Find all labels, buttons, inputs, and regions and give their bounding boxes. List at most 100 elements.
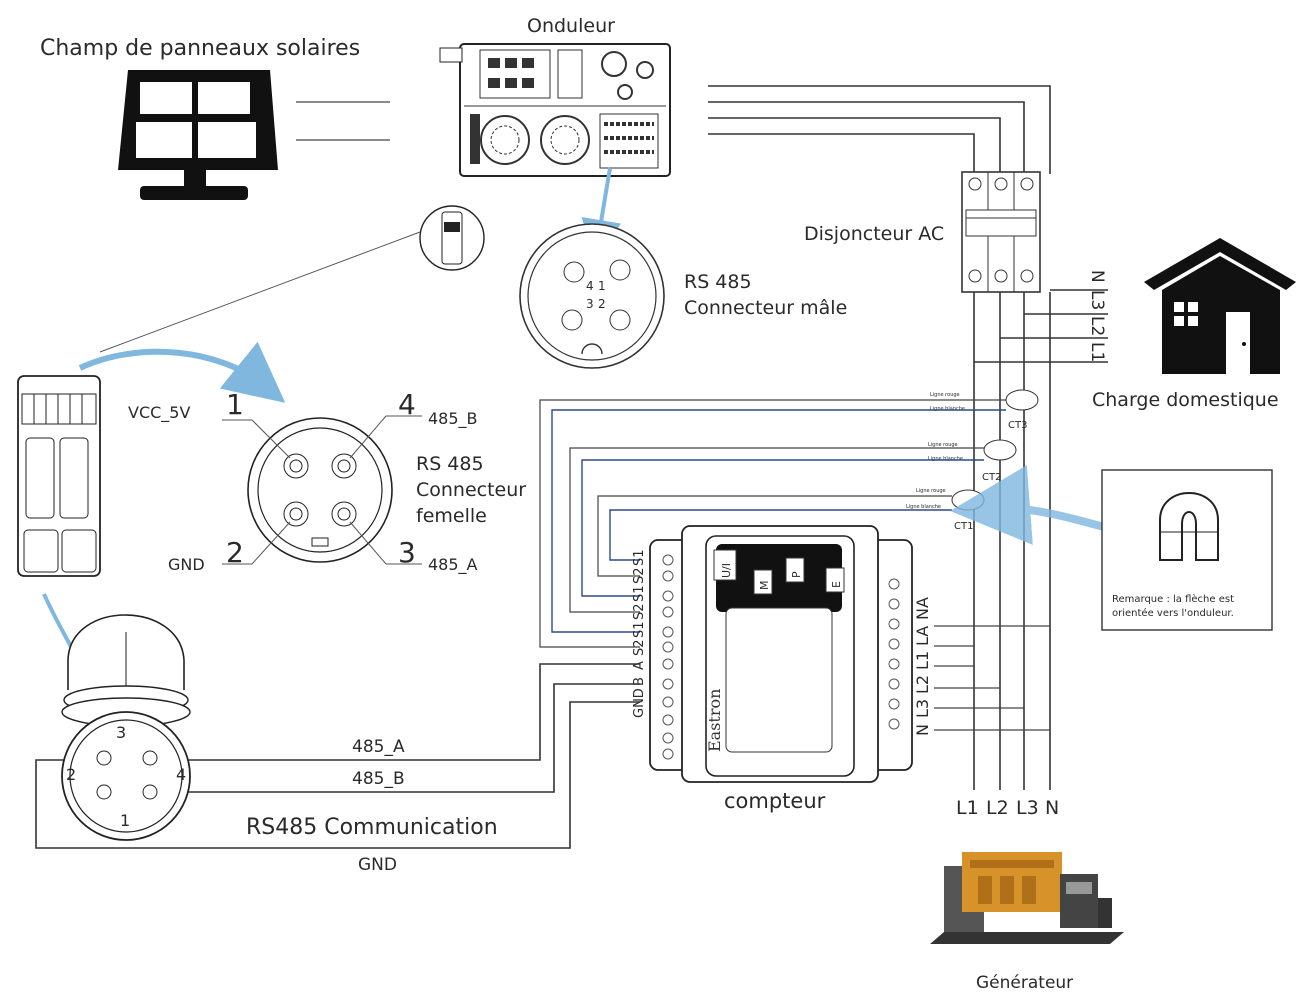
svg-text:S2: S2 — [632, 603, 647, 620]
svg-text:CT3: CT3 — [1008, 420, 1027, 431]
bus-label-n: N — [1045, 797, 1059, 819]
svg-text:S2: S2 — [632, 639, 647, 656]
bus-label-l3: L3 — [1016, 797, 1039, 819]
ct-note-box: Remarque : la flèche est orientée vers l… — [1101, 469, 1273, 631]
female-pin-3: 3 — [398, 536, 416, 569]
ct-note-line-2: orientée vers l'onduleur. — [1112, 607, 1234, 619]
svg-text:A: A — [632, 661, 647, 670]
pin-label-gnd: GND — [168, 555, 205, 574]
svg-text:B: B — [632, 677, 647, 686]
meter-right-terminal-holes — [888, 578, 900, 730]
svg-text:Ligne rouge: Ligne rouge — [930, 392, 960, 398]
svg-text:3: 3 — [586, 297, 594, 311]
ct2-sensor: CT2 Ligne rouge Ligne blanche — [928, 439, 1017, 483]
meter-button-ui: U/I — [720, 563, 733, 578]
socket-pin-4: 4 — [176, 765, 186, 784]
generator-label: Générateur — [976, 973, 1073, 993]
ac-breaker-icon — [961, 171, 1041, 293]
meter-left-terminal-labels: S1 S2 S1 S2 S1 S2 A B GND — [632, 549, 647, 718]
female-pin-1: 1 — [226, 388, 244, 421]
meter-right-terminal-labels: NA LA L1 L2 L3 N — [913, 597, 932, 736]
female-pin-4: 4 — [398, 388, 416, 421]
plug-to-female-arrow — [78, 341, 286, 403]
rs485-comm-wires — [35, 663, 640, 849]
meter-button-e: E — [830, 581, 843, 588]
svg-text:L1: L1 — [913, 651, 932, 670]
pin-label-vcc: VCC_5V — [128, 403, 190, 423]
svg-text:N: N — [913, 724, 932, 736]
load-phase-labels: N L3 L2 L1 — [1087, 270, 1107, 362]
inverter-ac-lines — [708, 85, 1051, 174]
energy-meter-icon: Eastron — [649, 525, 913, 783]
communication-label: RS485 Communication — [246, 815, 498, 840]
household-load-label: Charge domestique — [1092, 389, 1279, 411]
rs485-socket-icon — [61, 614, 191, 841]
load-phase-l2: L2 — [1087, 316, 1107, 336]
inverter-icon — [439, 43, 671, 177]
bus-label-l1: L1 — [956, 797, 979, 819]
bus-label-l2: L2 — [986, 797, 1009, 819]
inverter-label: Onduleur — [527, 15, 615, 37]
pin-label-485b: 485_B — [428, 409, 478, 429]
svg-text:2: 2 — [598, 297, 606, 311]
household-feed-lines — [974, 289, 1108, 363]
meter-left-terminal-holes — [662, 554, 674, 760]
cable-label-gnd: GND — [358, 855, 397, 875]
house-icon — [1144, 238, 1296, 374]
pin-label-485a: 485_A — [428, 555, 478, 575]
svg-text:4: 4 — [586, 279, 594, 293]
rs485-female-label-1: RS 485 — [416, 453, 484, 475]
svg-text:GND: GND — [632, 688, 647, 718]
ac-bus-lines — [973, 292, 1051, 790]
cable-label-485b: 485_B — [352, 769, 405, 789]
meter-label: compteur — [724, 789, 826, 813]
svg-text:S1: S1 — [632, 585, 647, 602]
female-pin-callouts — [222, 415, 422, 565]
svg-text:Ligne blanche: Ligne blanche — [928, 456, 963, 462]
meter-button-m: M — [758, 581, 771, 591]
solar-array-label: Champ de panneaux solaires — [40, 36, 360, 61]
rs485-female-label-3: femelle — [416, 505, 487, 527]
svg-text:Ligne rouge: Ligne rouge — [916, 488, 946, 494]
female-pin-2: 2 — [226, 536, 244, 569]
svg-text:L3: L3 — [913, 699, 932, 718]
solar-panel-icon — [118, 70, 278, 200]
rs485-male-label-1: RS 485 — [684, 271, 752, 293]
svg-text:S1: S1 — [632, 621, 647, 638]
svg-text:LA: LA — [913, 626, 932, 646]
socket-pin-1: 1 — [120, 811, 130, 830]
svg-text:1: 1 — [598, 279, 606, 293]
detail-callout-line — [99, 231, 421, 353]
svg-text:Ligne blanche: Ligne blanche — [906, 504, 941, 510]
socket-pin-3: 3 — [116, 723, 126, 742]
svg-text:Ligne rouge: Ligne rouge — [928, 442, 958, 448]
rs485-male-label-2: Connecteur mâle — [684, 297, 847, 319]
svg-text:Ligne blanche: Ligne blanche — [930, 406, 965, 412]
cable-label-485a: 485_A — [352, 737, 405, 757]
svg-text:CT1: CT1 — [954, 521, 973, 532]
svg-text:NA: NA — [913, 597, 932, 620]
plug-detail-icon — [419, 205, 485, 271]
load-phase-n: N — [1087, 270, 1107, 283]
socket-pin-2: 2 — [66, 765, 76, 784]
meter-button-p: P — [790, 571, 803, 578]
ct-wires — [539, 399, 1006, 648]
svg-text:CT2: CT2 — [982, 472, 1001, 483]
ct-note-line-1: Remarque : la flèche est — [1112, 593, 1234, 605]
svg-text:S1: S1 — [632, 549, 647, 566]
ct3-sensor: CT3 Ligne rouge Ligne blanche — [930, 389, 1039, 431]
load-phase-l1: L1 — [1087, 342, 1107, 362]
rs485-plug-icon — [17, 375, 101, 577]
rs485-male-connector-icon: 4 1 3 2 — [519, 223, 665, 369]
svg-text:L2: L2 — [913, 675, 932, 694]
meter-bus-wires — [934, 625, 1050, 731]
meter-buttons: U/I M P E — [713, 549, 845, 595]
ac-breaker-label: Disjoncteur AC — [804, 223, 944, 245]
svg-text:S2: S2 — [632, 567, 647, 584]
rs485-female-connector-icon — [247, 417, 393, 563]
generator-icon — [930, 852, 1124, 944]
rs485-female-label-2: Connecteur — [416, 479, 526, 501]
load-phase-l3: L3 — [1087, 290, 1107, 310]
meter-brand: Eastron — [705, 689, 724, 752]
